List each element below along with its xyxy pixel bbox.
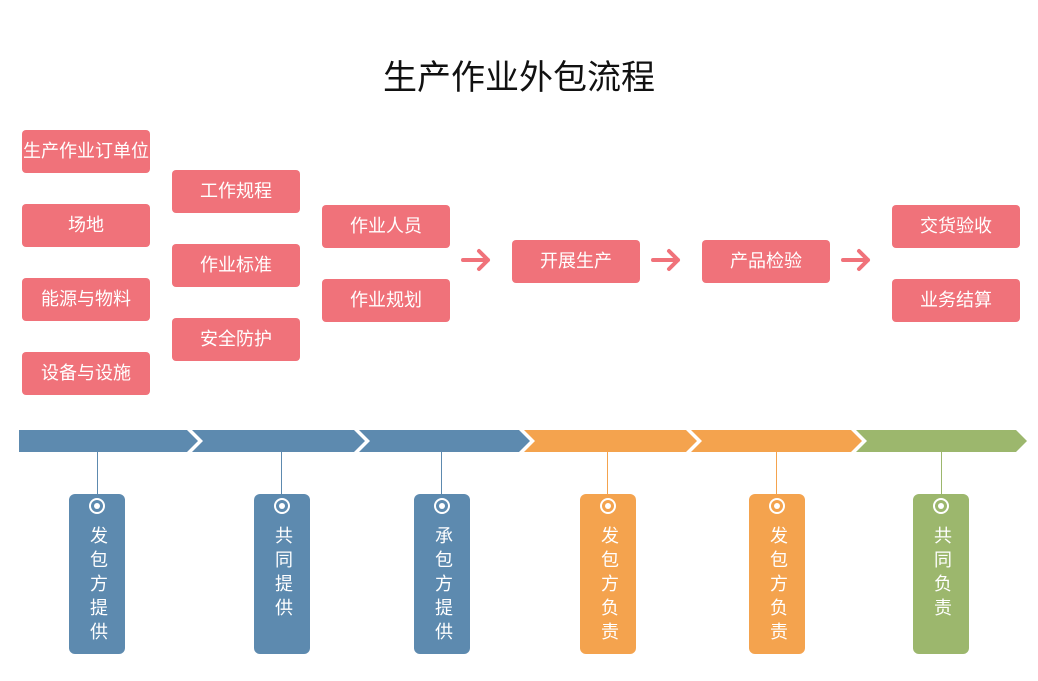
- tag-label: 承包方提供: [432, 526, 453, 646]
- target-dot-icon: [600, 498, 616, 514]
- responsibility-tag: 共同负责: [913, 494, 969, 654]
- target-dot-icon: [933, 498, 949, 514]
- chevron-segment-3: [359, 430, 530, 452]
- chevron-segment-4: [524, 430, 697, 452]
- node-order-unit: 生产作业订单位: [22, 130, 150, 173]
- node-product-inspection: 产品检验: [702, 240, 830, 283]
- arrow-right-icon: [651, 249, 680, 271]
- connector-line: [97, 452, 98, 494]
- arrow-right-icon: [461, 249, 490, 271]
- target-dot-icon: [434, 498, 450, 514]
- tag-label: 发包方负责: [598, 526, 619, 646]
- node-safety-protection: 安全防护: [172, 318, 300, 361]
- node-settlement: 业务结算: [892, 279, 1020, 322]
- chevron-timeline: [19, 430, 1027, 452]
- target-dot-icon: [769, 498, 785, 514]
- responsibility-tag: 发包方提供: [69, 494, 125, 654]
- node-delivery-acceptance: 交货验收: [892, 205, 1020, 248]
- node-energy-materials: 能源与物料: [22, 278, 150, 321]
- tag-label: 共同提供: [272, 526, 293, 622]
- responsibility-tag: 发包方负责: [749, 494, 805, 654]
- node-site: 场地: [22, 204, 150, 247]
- target-dot-icon: [274, 498, 290, 514]
- connector-line: [281, 452, 282, 494]
- node-operators: 作业人员: [322, 205, 450, 248]
- responsibility-tag: 发包方负责: [580, 494, 636, 654]
- node-equipment-facilities: 设备与设施: [22, 352, 150, 395]
- responsibility-tag: 共同提供: [254, 494, 310, 654]
- chevron-segment-1: [19, 430, 198, 452]
- responsibility-tag: 承包方提供: [414, 494, 470, 654]
- node-work-planning: 作业规划: [322, 279, 450, 322]
- node-start-production: 开展生产: [512, 240, 640, 283]
- node-work-procedures: 工作规程: [172, 170, 300, 213]
- chevron-segment-5: [691, 430, 862, 452]
- arrow-right-icon: [841, 249, 870, 271]
- tag-label: 共同负责: [931, 526, 952, 622]
- node-work-standards: 作业标准: [172, 244, 300, 287]
- chevron-segment-6: [856, 430, 1027, 452]
- connector-line: [607, 452, 608, 494]
- tag-label: 发包方负责: [767, 526, 788, 646]
- connector-line: [941, 452, 942, 494]
- connector-line: [441, 452, 442, 494]
- connector-line: [776, 452, 777, 494]
- target-dot-icon: [89, 498, 105, 514]
- tag-label: 发包方提供: [87, 526, 108, 646]
- page-title: 生产作业外包流程: [383, 58, 655, 98]
- chevron-segment-2: [192, 430, 365, 452]
